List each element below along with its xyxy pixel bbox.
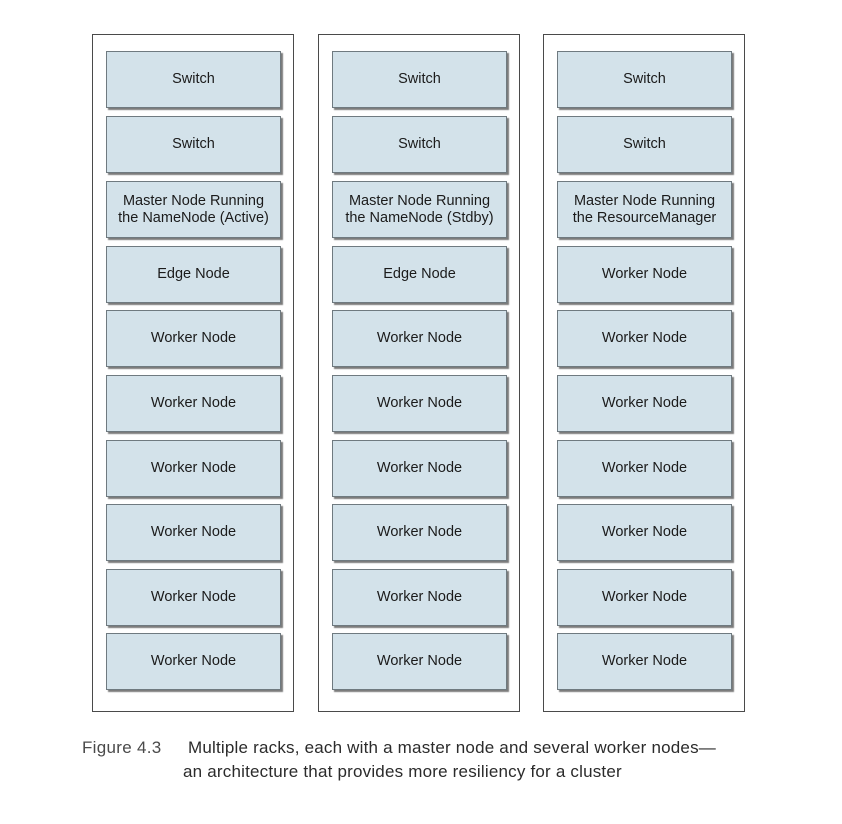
- node-label: Worker Node: [601, 653, 688, 669]
- node-label: Switch: [398, 136, 441, 152]
- node-label: Worker Node: [376, 330, 463, 346]
- node-label: Switch: [623, 71, 666, 87]
- worker-node: Worker Node: [106, 310, 281, 367]
- worker-node: Worker Node: [332, 504, 507, 561]
- node-label: Worker Node: [601, 589, 688, 605]
- worker-node: Worker Node: [332, 440, 507, 497]
- edge-node: Edge Node: [332, 246, 507, 303]
- node-label: Worker Node: [601, 460, 688, 476]
- node-label: Worker Node: [150, 330, 237, 346]
- switch-node: Switch: [106, 116, 281, 173]
- node-label: Switch: [172, 136, 215, 152]
- worker-node: Worker Node: [106, 569, 281, 626]
- node-label: Switch: [623, 136, 666, 152]
- caption-text-line-2: an architecture that provides more resil…: [183, 762, 622, 781]
- node-label: Worker Node: [150, 653, 237, 669]
- node-label: Worker Node: [601, 330, 688, 346]
- node-label: Worker Node: [376, 524, 463, 540]
- worker-node: Worker Node: [557, 246, 732, 303]
- worker-node: Worker Node: [557, 504, 732, 561]
- node-label: Edge Node: [157, 266, 230, 282]
- switch-node: Switch: [557, 116, 732, 173]
- node-label: Worker Node: [150, 589, 237, 605]
- node-label: Worker Node: [376, 460, 463, 476]
- switch-node: Switch: [557, 51, 732, 108]
- worker-node: Worker Node: [557, 569, 732, 626]
- node-label: Worker Node: [150, 524, 237, 540]
- node-label: Worker Node: [601, 524, 688, 540]
- node-label: Worker Node: [376, 653, 463, 669]
- worker-node: Worker Node: [106, 375, 281, 432]
- node-label: Worker Node: [150, 395, 237, 411]
- worker-node: Worker Node: [557, 310, 732, 367]
- node-label: Worker Node: [376, 589, 463, 605]
- switch-node: Switch: [332, 51, 507, 108]
- caption-text-line-1: Multiple racks, each with a master node …: [188, 738, 716, 757]
- node-label: Switch: [172, 71, 215, 87]
- node-label: Worker Node: [150, 460, 237, 476]
- worker-node: Worker Node: [332, 310, 507, 367]
- worker-node: Worker Node: [557, 633, 732, 690]
- edge-node: Edge Node: [106, 246, 281, 303]
- node-label: Worker Node: [601, 395, 688, 411]
- node-label: Edge Node: [383, 266, 456, 282]
- figure-number: Figure 4.3: [82, 738, 162, 757]
- worker-node: Worker Node: [332, 569, 507, 626]
- node-label: Worker Node: [601, 266, 688, 282]
- switch-node: Switch: [106, 51, 281, 108]
- node-label: Worker Node: [376, 395, 463, 411]
- node-label: Switch: [398, 71, 441, 87]
- worker-node: Worker Node: [332, 633, 507, 690]
- switch-node: Switch: [332, 116, 507, 173]
- worker-node: Worker Node: [557, 375, 732, 432]
- worker-node: Worker Node: [106, 440, 281, 497]
- worker-node: Worker Node: [332, 375, 507, 432]
- worker-node: Worker Node: [557, 440, 732, 497]
- worker-node: Worker Node: [106, 633, 281, 690]
- worker-node: Worker Node: [106, 504, 281, 561]
